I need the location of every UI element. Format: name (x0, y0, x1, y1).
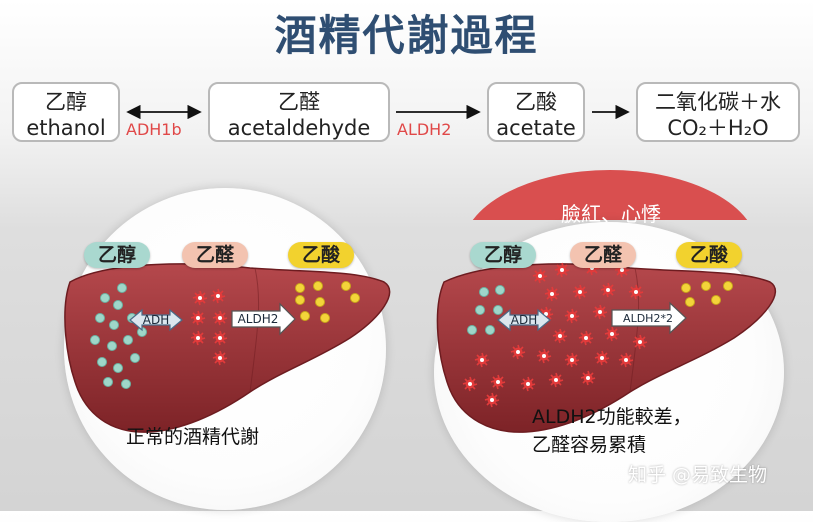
enzyme-aldh2-label: ALDH2 (397, 120, 452, 139)
acetaldehyde-zh: 乙醛 (278, 90, 320, 114)
adh-label-left: ADH (143, 313, 169, 327)
ethanol-molecules-right (467, 285, 505, 335)
deficient-caption-line2: 乙醛容易累積 (532, 434, 647, 456)
adh-label-right: ADH (511, 313, 537, 327)
ethanol-zh: 乙醇 (45, 90, 87, 114)
acetaldehyde-box: 乙醛 acetaldehyde (208, 82, 390, 142)
acetaldehyde-en: acetaldehyde (227, 116, 371, 140)
acetate-molecules-right (681, 281, 733, 307)
pill-acetate-right: 乙酸 (676, 242, 742, 268)
ethanol-en: ethanol (26, 116, 106, 140)
liver-left (64, 263, 391, 433)
final-product-zh: 二氧化碳＋水 (655, 90, 781, 114)
aldh2-2-label-right: ALDH2*2 (623, 312, 673, 325)
acetate-zh: 乙酸 (515, 90, 557, 114)
aldh2-label-left: ALDH2 (238, 312, 279, 326)
ethanol-box: 乙醇 ethanol (12, 82, 120, 142)
adh-arrow-right (497, 308, 551, 332)
aldh2-arrow-left (231, 302, 296, 336)
pill-ethanol-right: 乙醇 (470, 242, 536, 268)
deficient-caption-line1: ALDH2功能較差， (532, 406, 692, 428)
final-product-box: 二氧化碳＋水 CO₂＋H₂O (636, 82, 800, 142)
ethanol-molecules-left (90, 283, 147, 389)
aldh2-2-arrow-right (611, 301, 687, 335)
normal-caption: 正常的酒精代謝 (126, 426, 260, 448)
adh-arrow-left (129, 308, 183, 332)
acetate-box: 乙酸 acetate (487, 82, 585, 142)
flow-arrows (126, 104, 630, 120)
pill-ethanol-left: 乙醇 (84, 242, 150, 268)
enzyme-adh1b-label: ADH1b (126, 120, 182, 139)
page-title: 酒精代謝過程 (274, 11, 539, 60)
symptom-banner-text: 臉紅、心悸 (561, 202, 661, 226)
acetate-molecules-left (295, 281, 360, 323)
final-product-en: CO₂＋H₂O (667, 116, 769, 140)
watermark: 知乎 @易致生物 (628, 464, 768, 486)
pill-acetate-left: 乙酸 (288, 242, 354, 268)
pill-acetaldehyde-left: 乙醛 (182, 242, 248, 268)
acetate-en: acetate (496, 116, 576, 140)
livers: ADH ALDH2 ADH ALDH2*2 (64, 260, 777, 433)
pill-acetaldehyde-right: 乙醛 (570, 242, 636, 268)
